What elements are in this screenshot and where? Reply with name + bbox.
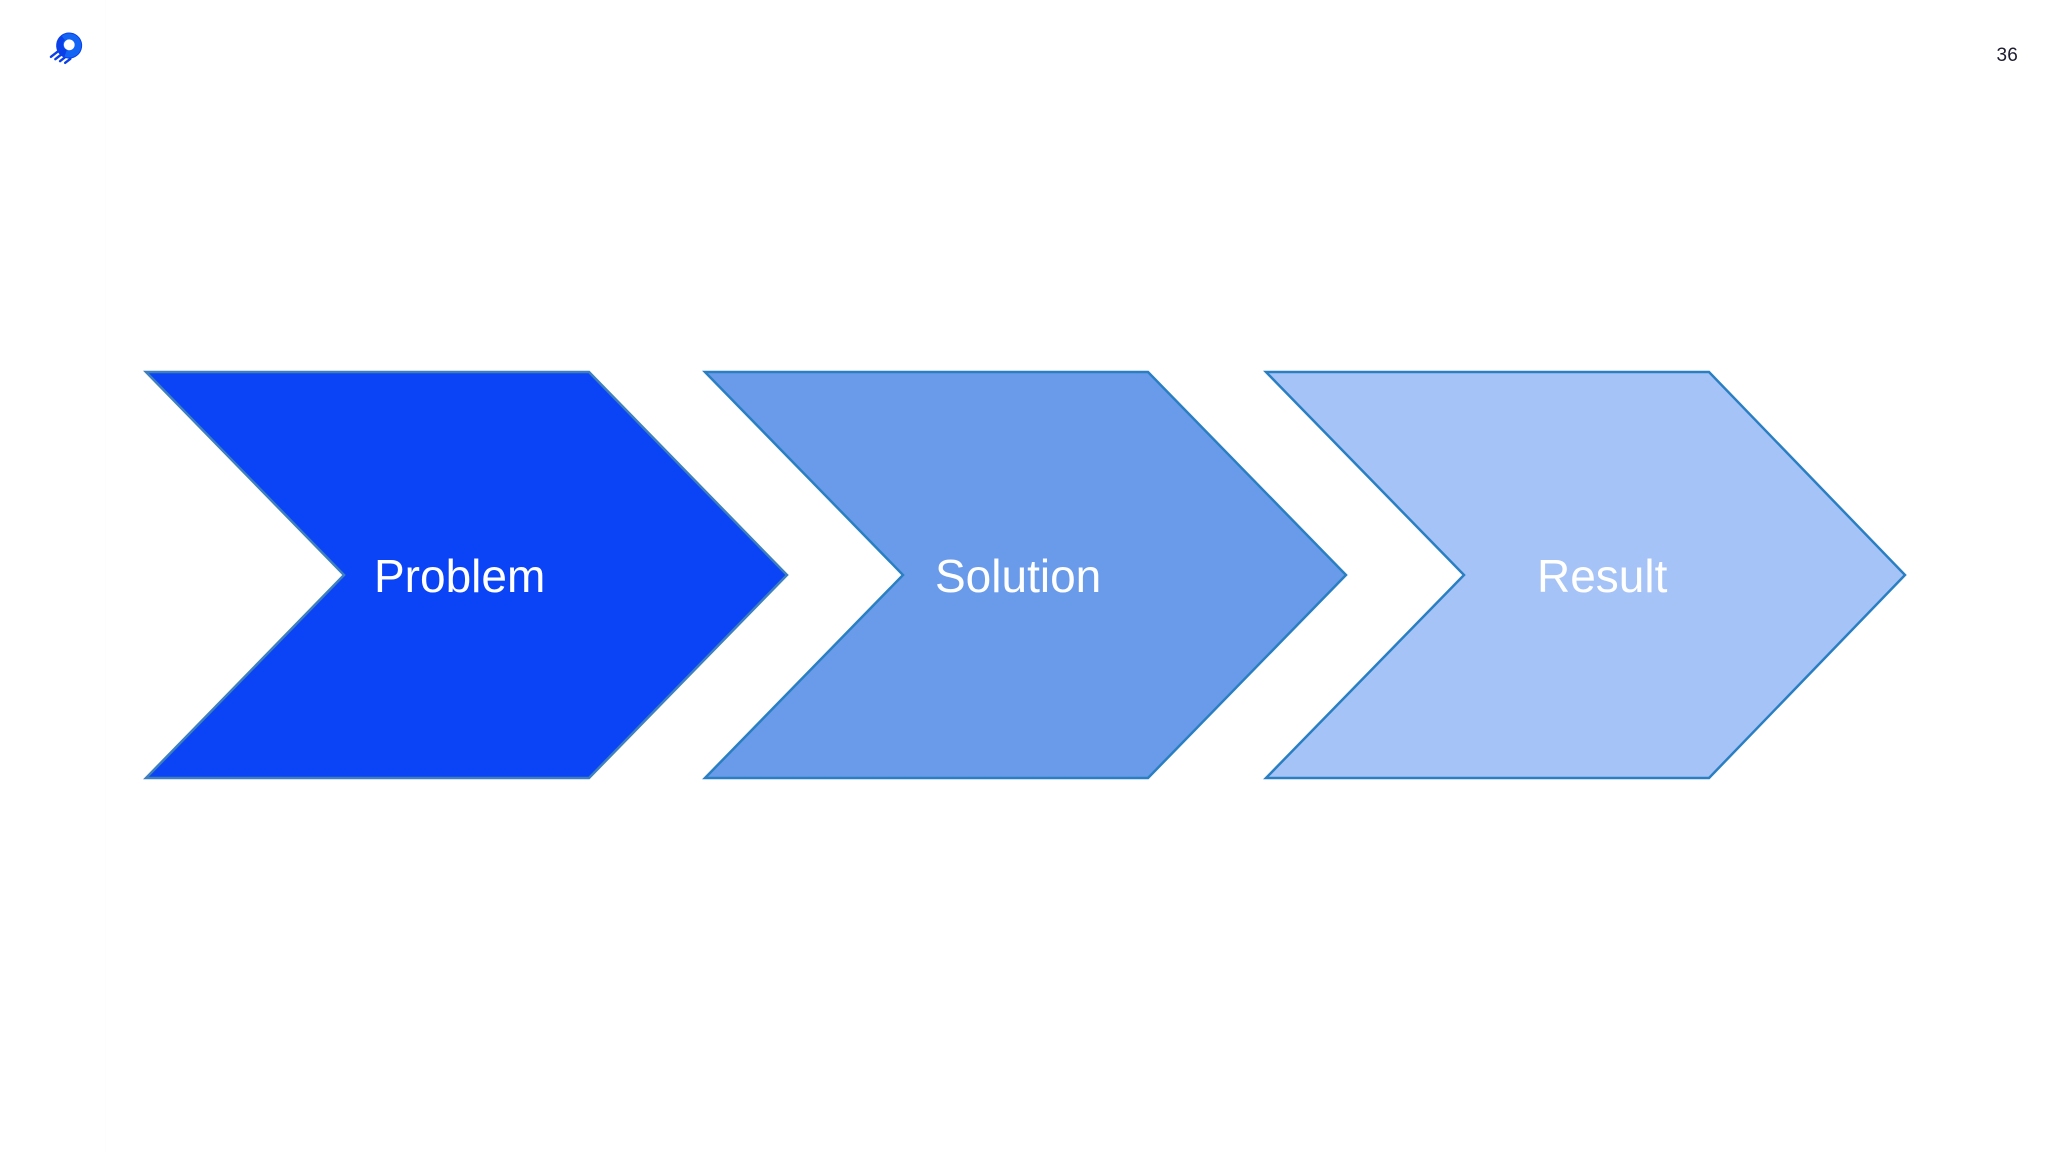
left-margin-band <box>0 0 106 1152</box>
chevron-label-solution: Solution <box>935 550 1101 602</box>
chevron-step-result[interactable]: Result <box>1263 370 1907 780</box>
rocket-logo-icon[interactable] <box>46 28 86 68</box>
chevron-shape-problem[interactable] <box>143 370 789 780</box>
page-number: 36 <box>1996 45 2018 66</box>
chevron-step-problem[interactable]: Problem <box>143 370 789 780</box>
chevron-label-problem: Problem <box>374 550 545 602</box>
chevron-step-solution[interactable]: Solution <box>702 370 1348 780</box>
chevron-shape-result[interactable] <box>1263 370 1907 780</box>
chevron-label-result: Result <box>1537 550 1668 602</box>
chevron-shape-solution[interactable] <box>702 370 1348 780</box>
